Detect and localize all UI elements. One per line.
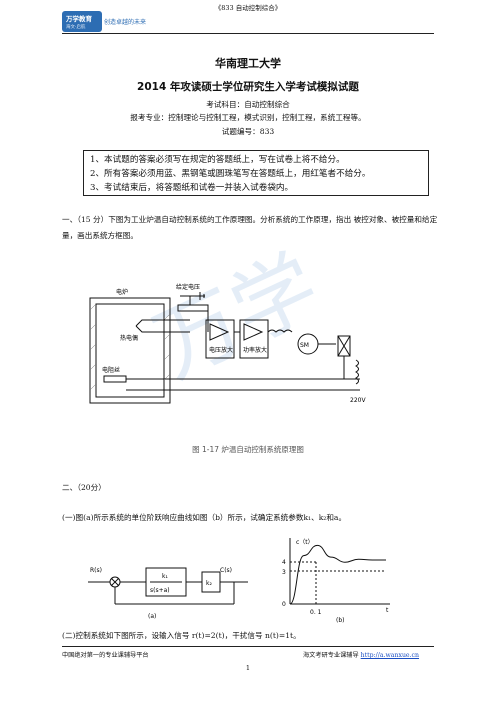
y-axis-label: c（t）	[296, 539, 314, 546]
x-axis-label: t	[386, 607, 389, 614]
footer-right: 海文考研专业课辅导 http://a.wanxue.cn	[303, 650, 419, 659]
question-1: 一、（15 分）下图为工业炉温自动控制系统的工作原理图。分析系统的工作原理，指出…	[62, 215, 438, 240]
label-a: (a)	[148, 613, 156, 620]
output-label: C(s)	[220, 567, 232, 574]
footer-rule	[62, 646, 434, 647]
figure-furnace-schematic: 电炉 热电偶 给定电压 电压放大 功率放大 SM 电阻丝 220V	[89, 283, 366, 404]
tf-k2: k₂	[206, 580, 212, 587]
tf-k1: k₁	[162, 573, 168, 580]
logo-sub: 海文·启航	[66, 25, 86, 30]
header-title: 《833 自动控制综合》	[214, 4, 282, 12]
page-number: 1	[245, 664, 251, 672]
setpoint-label: 给定电压	[176, 283, 200, 291]
exam-subject: 考试科目：自动控制综合	[206, 100, 290, 109]
tf-denominator: s(s+a)	[150, 587, 170, 594]
y-tick-4: 4	[282, 559, 286, 566]
notice-line: 3、考试结束后，将答题纸和试卷一并装入试卷袋内。	[90, 183, 294, 193]
y-tick-3: 3	[282, 569, 286, 576]
exam-code: 试题编号：833	[221, 127, 275, 136]
question-2-part2: (二)控制系统如下图所示，设输入信号 r(t)=2(t)，干扰信号 n(t)=1…	[62, 631, 301, 640]
figure-2a-block-diagram: R(s) k₁ s(s+a) k₂ C(s) (a)	[88, 567, 248, 620]
x-tick-peak: 0. 1	[310, 609, 322, 616]
question-2-heading: 二、（20分）	[62, 483, 106, 492]
logo: 万学教育 海文·启航	[62, 11, 102, 32]
footer-left: 中国绝对第一的专业课辅导平台	[62, 652, 149, 659]
school-name: 华南理工大学	[215, 57, 281, 70]
notice-box: 1、本试题的答案必须写在规定的答题纸上，写在试卷上将不给分。 2、所有答案必须用…	[83, 150, 429, 196]
header-rule	[62, 33, 434, 34]
footer-link[interactable]: http://a.wanxue.cn	[360, 652, 420, 659]
notice-line: 2、所有答案必须用蓝、黑钢笔或圆珠笔写在答题纸上，用红笔者不给分。	[90, 169, 371, 179]
slogan: 创造卓越的未来	[104, 19, 147, 26]
voltage-amp-label: 电压放大	[209, 346, 233, 354]
furnace-label: 电炉	[116, 288, 128, 296]
power-amp-label: 功率放大	[243, 346, 267, 354]
footer-right-text: 海文考研专业课辅导	[303, 652, 359, 659]
figure-2b-step-response: c（t） 4 3 0 0. 1 t (b)	[282, 538, 390, 624]
motor-label: SM	[300, 342, 309, 349]
exam-title: 2014 年攻读硕士学位研究生入学考试模拟试题	[137, 81, 359, 93]
supply-label: 220V	[350, 397, 366, 404]
logo-text: 万学教育	[66, 15, 92, 23]
origin-label: 0	[282, 601, 286, 608]
thermocouple-label: 热电偶	[120, 334, 138, 342]
input-label: R(s)	[90, 567, 102, 574]
label-b: (b)	[336, 617, 345, 624]
response-curve	[289, 544, 386, 605]
heater-label: 电阻丝	[102, 366, 120, 374]
question-2-part1: (一)图(a)所示系统的单位阶跃响应曲线如图（b）所示，试确定系统参数k₁、k₂…	[62, 513, 347, 522]
figure-1-caption: 图 1-17 炉温自动控制系统原理图	[192, 445, 304, 454]
notice-line: 1、本试题的答案必须写在规定的答题纸上，写在试卷上将不给分。	[90, 155, 345, 165]
exam-majors: 报考专业：控制理论与控制工程，模式识别，控制工程，系统工程等。	[130, 113, 366, 122]
